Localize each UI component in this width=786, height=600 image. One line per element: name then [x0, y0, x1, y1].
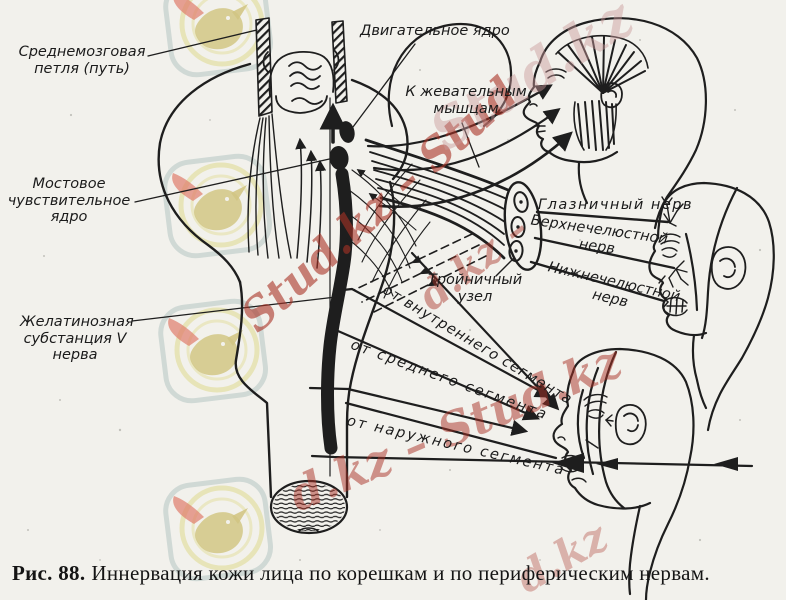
right-lemniscus-band: [331, 20, 348, 104]
segment-projection-lines: [308, 251, 754, 473]
label-ophthalmic-nerve: Глазничный нерв: [538, 197, 694, 213]
cord-section-hatch: [273, 483, 345, 531]
midbrain-right-outline: [350, 78, 409, 181]
zone-divider-outer: [700, 186, 739, 340]
tectum: [262, 49, 340, 114]
outer-segment-arrows: [552, 453, 738, 473]
brainstem: [157, 17, 431, 535]
peripheral-nerve-lines: [529, 210, 676, 303]
figure-number: Рис. 88.: [12, 561, 86, 585]
label-motor-nucleus: Двигательное ядро: [360, 23, 510, 39]
trigeminal-ganglion: [495, 181, 543, 277]
diagram-artwork: [27, 17, 775, 600]
label-gelatinous-substance: Желатинозная субстанция V нерва: [20, 314, 134, 364]
motor-loop: [387, 23, 513, 128]
segment-arc-outer: [598, 350, 626, 510]
crossing-fibre-lattice: [342, 163, 431, 299]
pons-right-outline: [345, 180, 396, 499]
zone-divider-inner: [684, 232, 699, 312]
label-pontine-sensory-nucleus: Мостовое чувствительное ядро: [7, 176, 131, 226]
label-midbrain-loop: Среднемозговая петля (путь): [18, 44, 146, 77]
pons-left-outline: [234, 280, 273, 499]
descending-fibres: [247, 113, 292, 259]
motor-nucleus-blob: [339, 121, 355, 143]
middle-head: [648, 181, 775, 432]
segment-arc-inner: [576, 388, 586, 460]
figure-caption: Рис. 88.Иннервация кожи лица по корешкам…: [12, 561, 772, 586]
spinal-tract-column: [321, 167, 353, 455]
upper-head: [522, 17, 707, 230]
lower-head: [552, 347, 695, 600]
middle-head-eye: [659, 233, 681, 258]
middle-head-ear: [710, 246, 747, 290]
ascending-arrows: [295, 137, 327, 269]
label-pointer-lines: [131, 29, 480, 322]
temporalis-muscle: [555, 34, 649, 94]
paper-specks: [27, 39, 762, 561]
lower-head-ear: [614, 404, 647, 446]
masseter-muscle: [573, 100, 617, 151]
label-trigeminal-ganglion: Тройничный узел: [428, 272, 523, 305]
ganglion-pointer: [495, 257, 515, 277]
upper-head-face-details: [529, 68, 567, 133]
figure-caption-text: Иннервация кожи лица по корешкам и по пе…: [91, 561, 710, 585]
watermark-text: d.kz: [508, 511, 617, 600]
sensory-nucleus-blob: [329, 146, 349, 170]
label-to-chewing-muscles: К жевательным мышцам: [405, 84, 527, 117]
cheek-nerve-twigs: [658, 260, 689, 288]
upper-head-ear: [600, 82, 623, 109]
maxillary-line: [533, 236, 676, 270]
forehead-nerve-twigs: [661, 196, 684, 227]
middle-head-mouth: [661, 295, 688, 317]
trigeminal-root-bundle: [364, 138, 510, 260]
mandibular-line: [529, 260, 666, 303]
ophthalmic-line: [535, 210, 670, 224]
midbrain-left-outline: [157, 62, 252, 284]
